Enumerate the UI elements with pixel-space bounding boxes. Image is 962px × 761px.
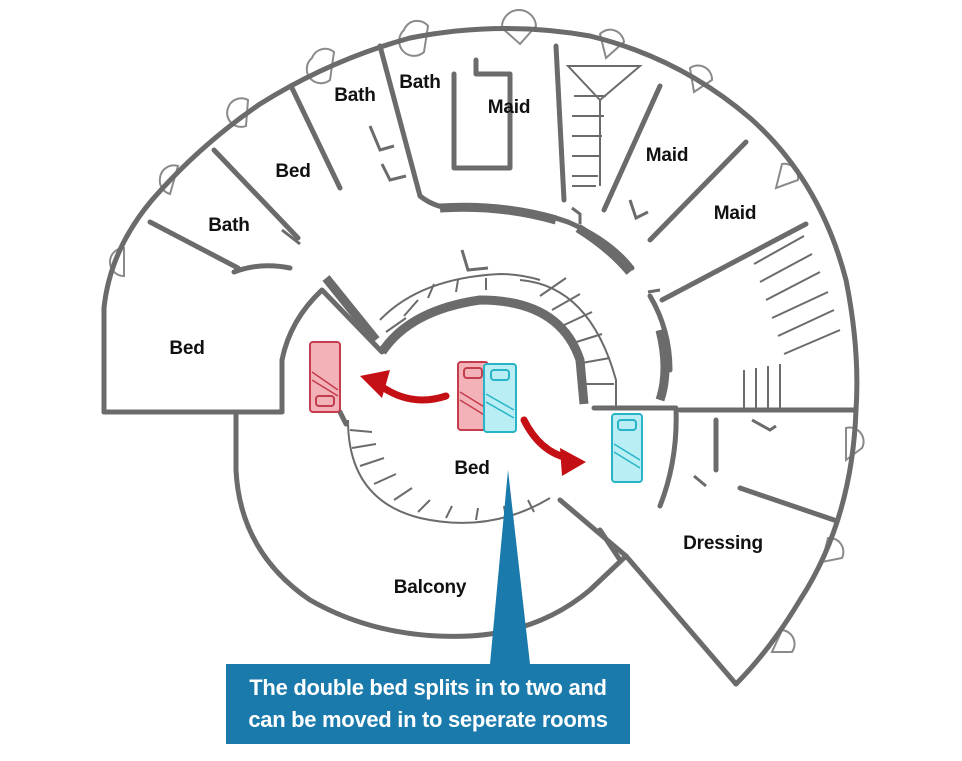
spiral-core-wall	[378, 295, 589, 405]
room-label-maid-top: Maid	[487, 97, 531, 118]
room-label-bath-top-right: Bath	[399, 72, 441, 93]
door-swing	[281, 228, 301, 246]
corridor-thick-2	[575, 224, 634, 275]
wall-stair-right	[601, 83, 663, 213]
bedroom-door	[337, 409, 349, 427]
door-swing	[751, 418, 777, 432]
wall-bath-right	[377, 43, 423, 199]
stair-treads-east-lower	[743, 364, 781, 408]
wall-bath-top	[289, 85, 343, 191]
door-swing	[571, 206, 582, 224]
door-details	[281, 125, 777, 488]
room-label-maid-right-lower: Maid	[713, 203, 757, 224]
window-bump	[226, 97, 250, 128]
stair-treads-north	[572, 95, 606, 187]
room-label-maid-right-upper: Maid	[645, 145, 689, 166]
door-swing	[460, 249, 489, 272]
wall-bath-left	[147, 219, 241, 271]
wall-stair-left	[553, 43, 567, 203]
room-label-balcony: Balcony	[393, 577, 467, 598]
door-swing	[368, 125, 395, 152]
room-label-bed-upper: Bed	[275, 161, 311, 182]
corridor-wall	[231, 263, 293, 275]
stair-upper-rail	[379, 272, 541, 321]
corridor-thick-3	[655, 328, 670, 402]
door-swing	[380, 163, 407, 182]
thick-partitions	[322, 202, 670, 405]
bedroom-wall-east	[591, 405, 679, 509]
door-swing	[647, 288, 661, 294]
walls	[101, 26, 860, 687]
stair-treads-core	[539, 277, 614, 385]
door-swing	[628, 199, 649, 221]
room-label-dressing: Dressing	[683, 533, 763, 554]
wall-maid-top	[451, 57, 513, 171]
stair-treads-upper-core	[385, 278, 487, 333]
stair-core-rail	[519, 279, 617, 408]
stair-landing-north	[565, 65, 643, 186]
callout-pointer	[490, 470, 530, 664]
outer-wall	[101, 26, 860, 415]
stair-south-rail	[347, 419, 551, 524]
room-label-bath-top-left: Bath	[334, 85, 376, 106]
balcony-outer-wall	[233, 409, 629, 639]
callout-line-1: The double bed splits in to two and	[249, 675, 607, 700]
wall-maid-right	[647, 139, 749, 243]
wall-bed-upper	[211, 147, 301, 241]
callout-box: The double bed splits in to two and can …	[226, 664, 630, 744]
corridor-thick	[439, 202, 558, 225]
bedroom-thick	[322, 275, 380, 343]
move-arrow-left	[360, 370, 450, 404]
wall-dressing-mid	[737, 485, 837, 523]
room-label-bed-center: Bed	[454, 458, 490, 479]
bed-half-cyan-original	[483, 363, 517, 433]
callout-line-2: can be moved in to seperate rooms	[248, 707, 608, 732]
arrowhead-left	[360, 370, 390, 398]
door-swing	[693, 474, 707, 488]
wall-maid-lower	[659, 221, 809, 303]
room-label-bed-left: Bed	[169, 338, 205, 359]
bedroom-wall-west	[279, 287, 385, 415]
diagonal-wing-detail	[597, 527, 623, 563]
outer-wall-east	[733, 407, 859, 687]
move-arrow-right	[520, 416, 586, 476]
window-bump	[770, 628, 796, 653]
stair-treads-east	[753, 235, 841, 355]
bed-half-cyan-moved	[611, 413, 643, 483]
room-label-bath-left: Bath	[208, 215, 250, 236]
window-bump	[688, 64, 714, 94]
arrowhead-right	[560, 448, 586, 476]
bed-half-red-moved	[309, 341, 341, 413]
